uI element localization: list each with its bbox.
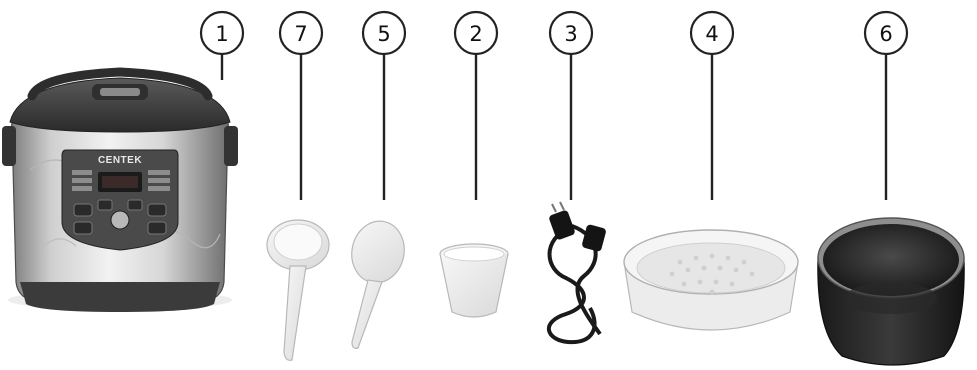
callout-5: 5 bbox=[363, 12, 405, 54]
callout-number: 7 bbox=[294, 22, 307, 46]
callout-number: 6 bbox=[879, 22, 892, 46]
inner-bowl-image bbox=[818, 218, 964, 365]
callout-number: 5 bbox=[377, 22, 390, 46]
brand-label: CENTEK bbox=[98, 155, 142, 166]
measuring-cup-image bbox=[440, 244, 508, 317]
callout-number: 2 bbox=[469, 22, 482, 46]
steamer-tray-image bbox=[624, 230, 798, 330]
callout-number: 4 bbox=[705, 22, 718, 46]
multicooker-image: CENTEK bbox=[2, 72, 238, 312]
ladle-image bbox=[267, 220, 329, 360]
callout-1: 1 bbox=[201, 12, 243, 54]
callout-2: 2 bbox=[455, 12, 497, 54]
callout-6: 6 bbox=[865, 12, 907, 54]
power-cord-image bbox=[548, 202, 607, 342]
rice-spoon-image bbox=[346, 216, 410, 348]
callout-3: 3 bbox=[550, 12, 592, 54]
callout-4: 4 bbox=[691, 12, 733, 54]
callout-number: 3 bbox=[564, 22, 577, 46]
callout-lines bbox=[222, 55, 886, 200]
callout-7: 7 bbox=[280, 12, 322, 54]
callout-number: 1 bbox=[215, 22, 228, 46]
